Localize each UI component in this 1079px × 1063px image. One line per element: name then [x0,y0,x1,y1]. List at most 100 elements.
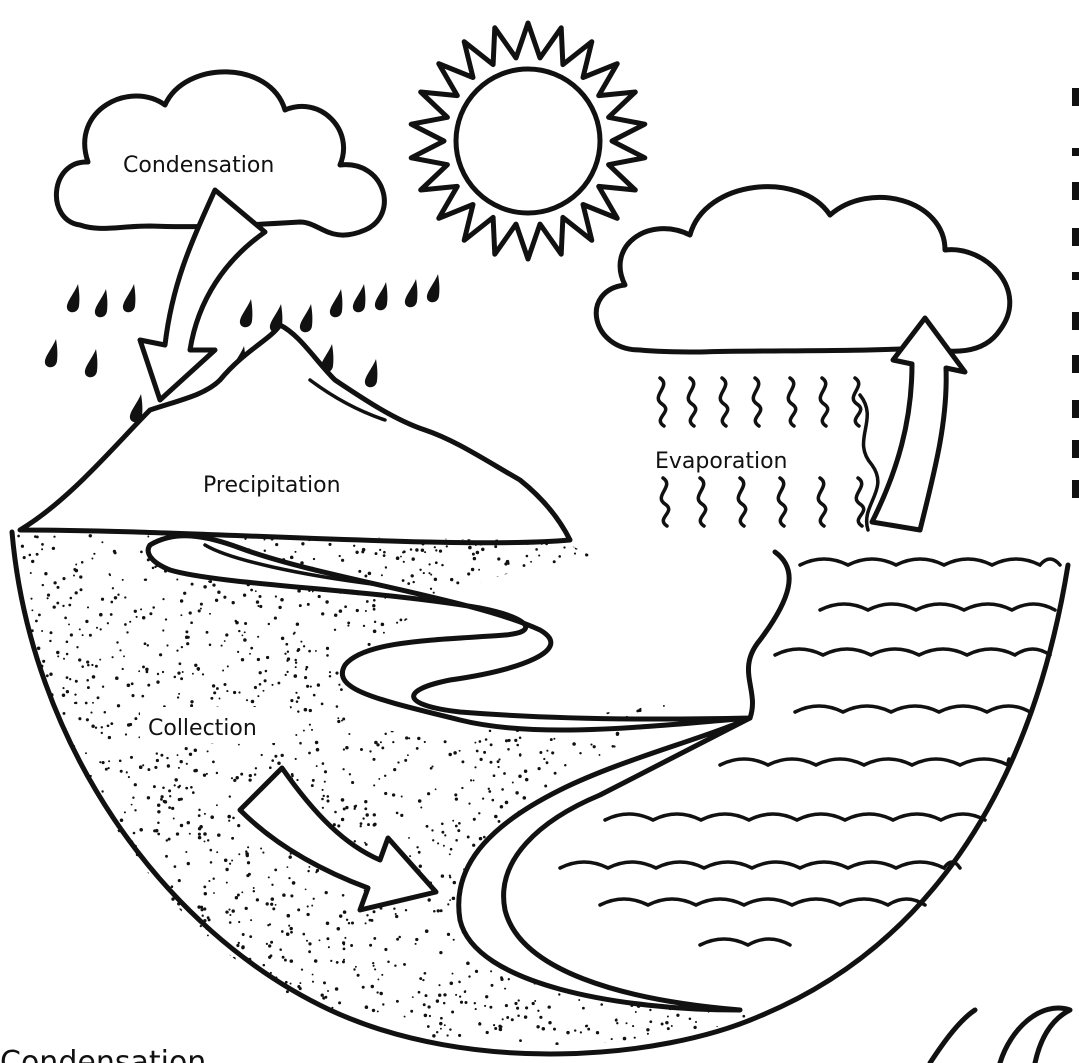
stipple-dot [489,730,492,733]
stipple-dot [93,852,96,855]
stipple-dot [662,575,664,577]
stipple-dot [428,563,430,565]
stipple-dot [110,947,112,949]
stipple-dot [709,724,713,728]
stipple-dot [626,1022,628,1024]
stipple-dot [203,907,206,910]
stipple-dot [580,1031,582,1033]
stipple-dot [120,818,124,822]
stipple-dot [264,679,267,682]
stipple-dot [259,683,262,686]
stipple-dot [265,670,268,673]
stipple-dot [11,883,14,886]
stipple-dot [554,772,557,775]
stipple-dot [280,598,284,602]
stipple-dot [613,852,616,855]
stipple-dot [227,1040,231,1044]
stipple-dot [740,847,742,849]
stipple-dot [446,628,448,630]
raindrop [427,274,439,302]
stipple-dot [156,752,158,754]
stipple-dot [662,608,665,611]
stipple-dot [684,984,687,987]
stipple-dot [129,959,132,962]
stipple-dot [336,961,339,964]
stipple-dot [210,861,213,864]
stipple-dot [101,995,103,997]
stipple-dot [582,852,584,854]
stipple-dot [653,589,656,592]
stipple-dot [417,623,420,626]
stipple-dot [197,905,200,908]
stipple-dot [297,1022,300,1025]
stipple-dot [425,994,428,997]
stipple-dot [597,656,600,659]
stipple-dot [156,1035,159,1038]
stipple-dot [443,993,446,996]
stipple-dot [680,620,683,623]
stipple-dot [198,833,201,836]
stipple-dot [198,809,200,811]
stipple-dot [324,770,327,773]
stipple-dot [494,545,497,548]
stipple-dot [56,602,59,605]
stipple-dot [693,576,696,579]
stipple-dot [563,953,565,955]
stipple-dot [86,661,89,664]
stipple-dot [89,634,92,637]
stipple-dot [633,593,636,596]
stipple-dot [291,775,294,778]
stipple-dot [334,629,336,631]
stipple-dot [674,588,676,590]
stipple-dot [286,932,290,936]
stipple-dot [339,609,343,613]
stipple-dot [284,653,286,655]
stipple-dot [732,966,735,969]
stipple-dot [284,996,287,999]
stipple-dot [655,771,657,773]
stipple-dot [217,833,221,837]
stipple-dot [47,597,49,599]
raindrop [330,289,342,317]
stipple-dot [64,842,67,845]
stipple-dot [279,948,282,951]
vapor-squiggle [661,478,668,526]
stipple-dot [73,745,75,747]
stipple-dot [765,828,768,831]
stipple-dot [308,752,311,755]
stipple-dot [636,889,639,892]
stipple-dot [558,993,560,995]
stipple-dot [710,649,712,651]
stipple-dot [479,740,482,743]
stipple-dot [342,960,345,963]
stipple-dot [246,874,249,877]
stipple-dot [286,990,289,993]
stipple-dot [362,817,364,819]
stipple-dot [491,984,494,987]
stipple-dot [601,933,604,936]
stipple-dot [313,898,315,900]
stipple-dot [116,939,119,942]
stipple-dot [599,668,601,670]
stipple-dot [688,547,691,550]
stipple-dot [616,703,619,706]
stipple-dot [512,888,514,890]
stipple-dot [208,944,210,946]
stipple-dot [259,1024,262,1027]
stipple-dot [17,652,19,654]
stipple-dot [305,889,307,891]
stipple-dot [602,757,605,760]
stipple-dot [127,723,131,727]
stipple-dot [78,805,81,808]
stipple-dot [695,947,698,950]
stipple-dot [182,671,184,673]
stipple-dot [126,1019,129,1022]
stipple-dot [313,1000,315,1002]
stipple-dot [762,828,765,831]
stipple-dot [357,1025,360,1028]
stipple-dot [55,926,57,928]
stipple-dot [639,699,642,702]
stipple-dot [89,963,91,965]
stipple-dot [353,1019,355,1021]
stipple-dot [155,829,159,833]
